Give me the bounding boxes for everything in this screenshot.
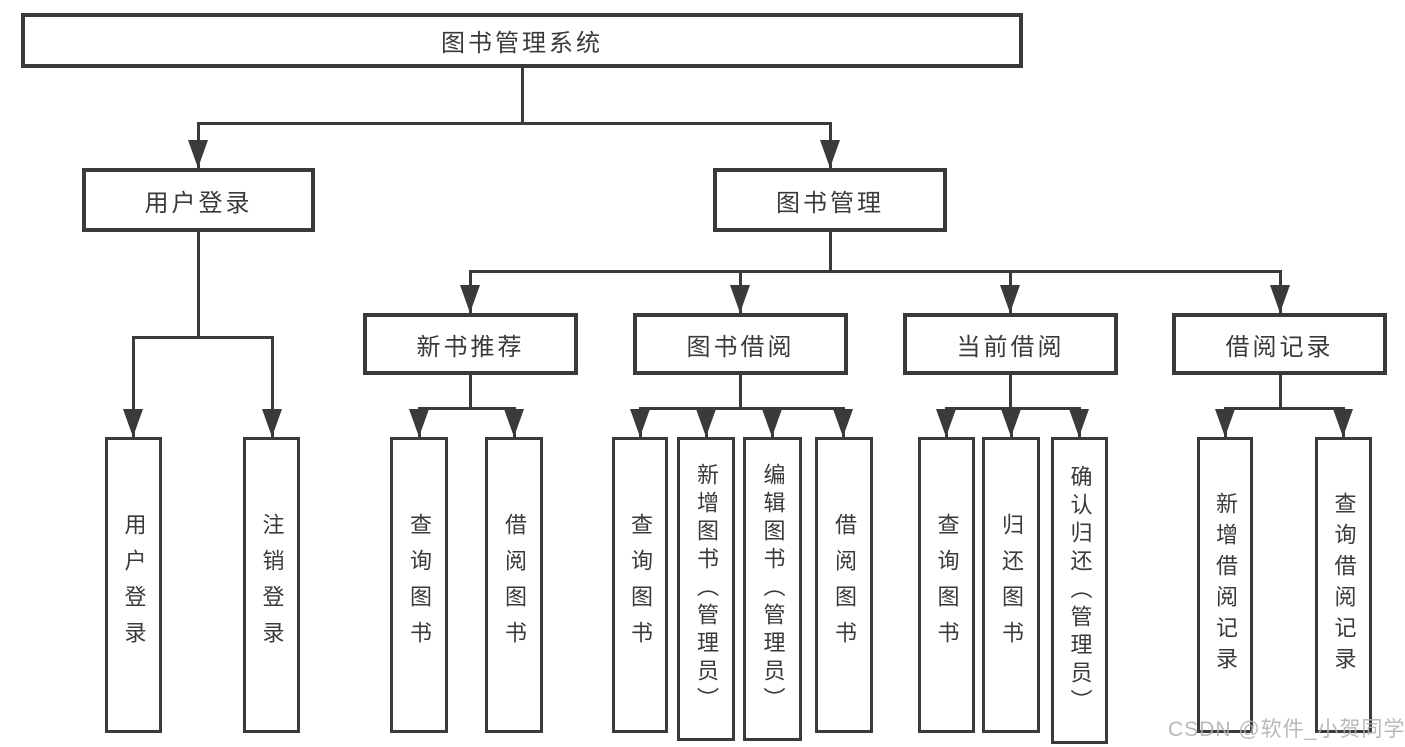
leaf-query-book-1: 查询图书 xyxy=(390,437,448,733)
leaf-confirm-return-admin: 确认归还（管理员） xyxy=(1051,437,1108,744)
connector-line xyxy=(1008,375,1012,410)
arrow-down-icon xyxy=(1270,285,1290,313)
connector-line xyxy=(638,406,845,410)
arrow-down-icon xyxy=(1001,409,1021,437)
arrow-down-icon xyxy=(630,409,650,437)
arrow-down-icon xyxy=(1069,409,1089,437)
arrow-down-icon xyxy=(1333,409,1353,437)
leaf-label: 查询图书 xyxy=(628,513,653,657)
arrow-down-icon xyxy=(833,409,853,437)
connector-line xyxy=(1278,375,1282,410)
arrow-down-icon xyxy=(730,285,750,313)
connector-line xyxy=(270,337,274,437)
arrow-down-icon xyxy=(936,409,956,437)
node-new-book-recommend: 新书推荐 xyxy=(363,313,578,375)
connector-line xyxy=(468,269,1282,273)
leaf-label: 借阅图书 xyxy=(502,513,527,657)
leaf-label: 归还图书 xyxy=(999,513,1024,657)
leaf-add-book-admin: 新增图书（管理员） xyxy=(677,437,735,741)
arrow-down-icon xyxy=(123,409,143,437)
arrow-down-icon xyxy=(1000,285,1020,313)
leaf-borrow-book-2: 借阅图书 xyxy=(815,437,873,733)
leaf-return-book: 归还图书 xyxy=(982,437,1040,733)
leaf-user-login: 用户登录 xyxy=(105,437,162,733)
connector-line xyxy=(196,121,832,125)
connector-line xyxy=(468,375,472,410)
connector-line xyxy=(738,375,742,410)
connector-line xyxy=(131,337,135,437)
leaf-query-borrow-record: 查询借阅记录 xyxy=(1315,437,1372,733)
leaf-label: 新增图书（管理员） xyxy=(694,463,719,715)
arrow-down-icon xyxy=(1215,409,1235,437)
connector-line xyxy=(417,406,516,410)
leaf-query-book-2: 查询图书 xyxy=(612,437,668,733)
arrow-down-icon xyxy=(820,140,840,168)
connector-line xyxy=(196,232,200,339)
leaf-edit-book-admin: 编辑图书（管理员） xyxy=(743,437,802,741)
leaf-label: 确认归还（管理员） xyxy=(1067,464,1093,717)
arrow-down-icon xyxy=(409,409,429,437)
leaf-label: 注销登录 xyxy=(259,513,285,657)
leaf-add-borrow-record: 新增借阅记录 xyxy=(1197,437,1253,733)
node-book-management: 图书管理 xyxy=(713,168,947,232)
leaf-label: 查询借阅记录 xyxy=(1331,492,1357,678)
node-user-login: 用户登录 xyxy=(82,168,315,232)
arrow-down-icon xyxy=(696,409,716,437)
leaf-label: 查询图书 xyxy=(934,513,960,657)
node-current-borrow: 当前借阅 xyxy=(903,313,1118,375)
node-book-borrow: 图书借阅 xyxy=(633,313,848,375)
arrow-down-icon xyxy=(262,409,282,437)
leaf-label: 新增借阅记录 xyxy=(1213,492,1238,678)
leaf-label: 编辑图书（管理员） xyxy=(760,463,786,715)
arrow-down-icon xyxy=(504,409,524,437)
arrow-down-icon xyxy=(762,409,782,437)
node-borrow-records: 借阅记录 xyxy=(1172,313,1387,375)
arrow-down-icon xyxy=(188,140,208,168)
leaf-logout: 注销登录 xyxy=(243,437,300,733)
connector-line xyxy=(1223,406,1345,410)
leaf-borrow-book-1: 借阅图书 xyxy=(485,437,543,733)
leaf-label: 借阅图书 xyxy=(832,513,857,657)
leaf-query-book-3: 查询图书 xyxy=(918,437,975,733)
connector-line xyxy=(520,68,524,125)
arrow-down-icon xyxy=(460,285,480,313)
connector-line xyxy=(828,232,832,273)
connector-line xyxy=(131,335,274,339)
csdn-watermark: CSDN @软件_小贺同学 xyxy=(1168,718,1405,741)
connector-line xyxy=(944,406,1081,410)
node-library-system: 图书管理系统 xyxy=(21,13,1023,68)
leaf-label: 查询图书 xyxy=(407,513,432,657)
leaf-label: 用户登录 xyxy=(121,513,147,657)
